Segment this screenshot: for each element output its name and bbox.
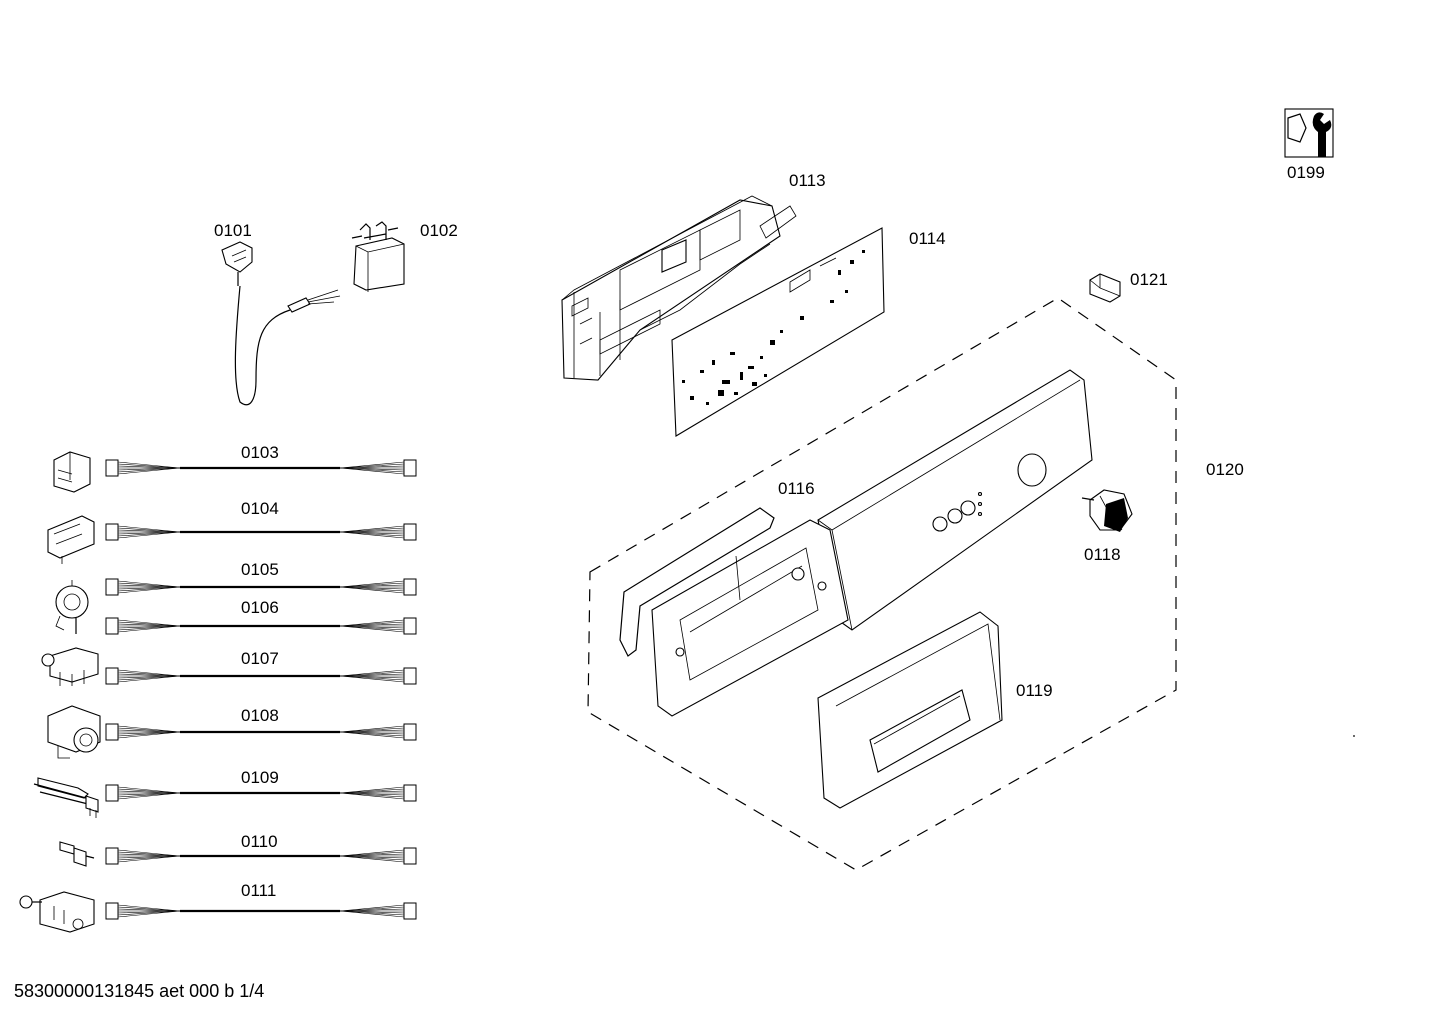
door-lock-component <box>47 515 95 564</box>
part-label-0119: 0119 <box>1016 681 1053 700</box>
wiring-harness-group <box>105 459 417 920</box>
cable-harness-0105 <box>105 578 417 596</box>
cable-label-0109: 0109 <box>241 768 279 787</box>
control-module-housing-part <box>561 195 797 381</box>
part-label-0121: 0121 <box>1130 270 1168 289</box>
part-label-0120: 0120 <box>1206 460 1244 479</box>
power-cord-part <box>221 241 341 406</box>
cable-label-0103: 0103 <box>241 443 279 462</box>
heating-element-component <box>33 777 99 818</box>
document-footer-code: 58300000131845 aet 000 b 1/4 <box>14 981 265 1001</box>
cable-harness-0103 <box>105 459 417 477</box>
cable-label-0104: 0104 <box>241 499 279 518</box>
cable-label-0106: 0106 <box>241 598 279 617</box>
selector-knob-part <box>1081 489 1133 532</box>
part-label-0101: 0101 <box>214 221 252 240</box>
cable-harness-0110 <box>105 847 417 865</box>
drawer-handle-part <box>817 611 1003 809</box>
cable-harness-0109 <box>105 784 417 802</box>
part-label-0116: 0116 <box>778 479 815 498</box>
cable-label-0111: 0111 <box>241 881 277 900</box>
cable-harness-0111 <box>105 902 417 920</box>
panel-assembly-outline <box>587 297 1177 871</box>
part-label-0199: 0199 <box>1287 163 1325 182</box>
connector-plug-component <box>53 451 91 493</box>
cable-label-0110: 0110 <box>241 832 278 851</box>
pcb-board-part <box>671 227 885 437</box>
drawer-frame-part <box>651 519 849 717</box>
cable-harness-0107 <box>105 667 417 685</box>
service-tool-icon <box>1284 108 1334 158</box>
part-label-0118: 0118 <box>1084 545 1121 564</box>
water-valve-component <box>19 891 95 933</box>
part-label-0113: 0113 <box>789 171 826 190</box>
sensor-component <box>59 841 95 867</box>
pressure-switch-component <box>55 580 89 634</box>
pump-component <box>47 705 101 759</box>
clip-part <box>1089 273 1121 303</box>
interference-filter-part <box>351 221 405 292</box>
control-panel-fascia-part <box>817 369 1093 631</box>
part-label-0114: 0114 <box>909 229 946 248</box>
cable-label-0107: 0107 <box>241 649 279 668</box>
valve-motor-component <box>41 647 99 686</box>
cable-harness-0106 <box>105 617 417 635</box>
cable-harness-0108 <box>105 723 417 741</box>
gasket-part <box>619 507 775 657</box>
part-label-0102: 0102 <box>420 221 458 240</box>
cable-harness-0104 <box>105 523 417 541</box>
cable-label-0108: 0108 <box>241 706 279 725</box>
cable-label-0105: 0105 <box>241 560 279 579</box>
